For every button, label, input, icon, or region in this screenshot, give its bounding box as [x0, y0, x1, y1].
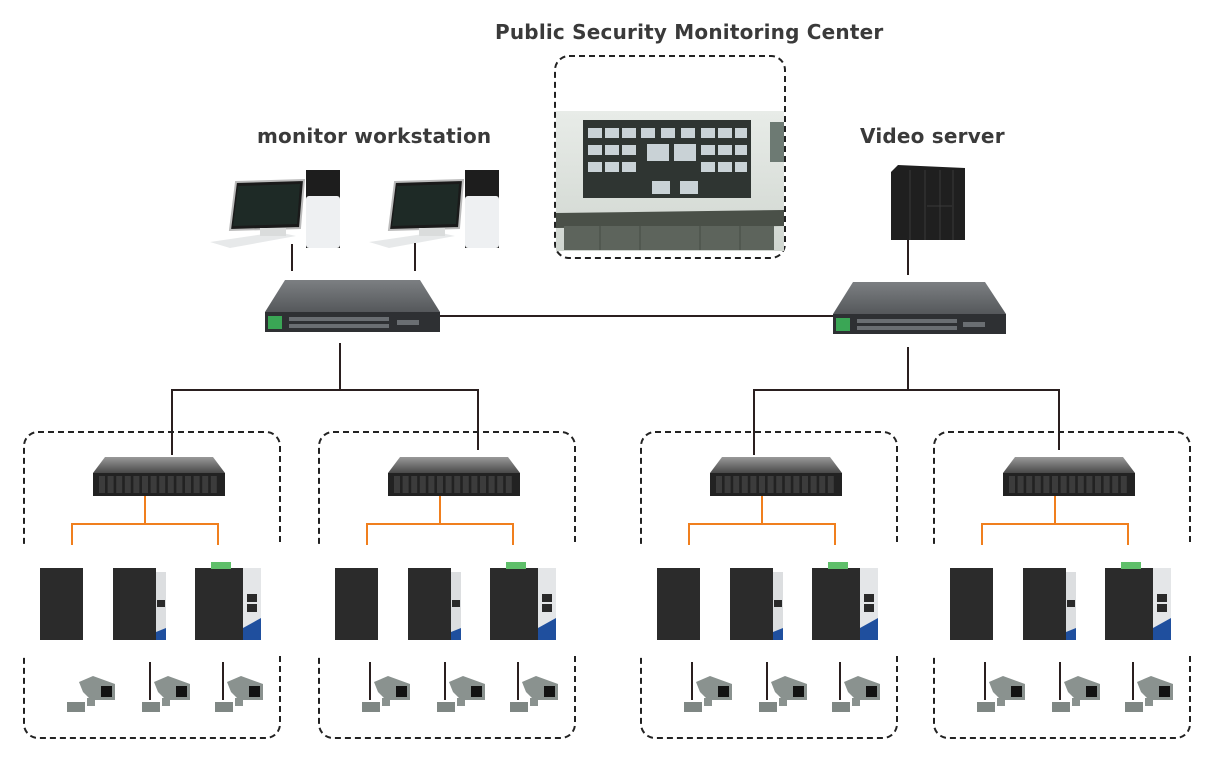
group-3 — [635, 431, 905, 739]
industrial-switch-icon — [1023, 568, 1076, 640]
link-left-tree — [171, 343, 341, 455]
cctv-camera-icon — [832, 676, 880, 712]
industrial-switch-icon — [335, 568, 378, 640]
group-1 — [18, 431, 288, 739]
cctv-camera-icon — [362, 676, 410, 712]
fiber-link — [688, 523, 836, 545]
group-border — [318, 431, 576, 739]
monitoring-room-image — [556, 111, 784, 251]
cctv-camera-icon — [1125, 676, 1173, 712]
industrial-switch-icon — [812, 562, 878, 640]
cctv-camera-icon — [977, 676, 1025, 712]
cctv-camera-icon — [215, 676, 263, 712]
industrial-switch-icon — [40, 568, 83, 640]
monitoring-center-border — [554, 55, 786, 259]
uplink-lines — [171, 240, 1060, 455]
cctv-camera-icon — [510, 676, 558, 712]
workstation-2 — [369, 170, 499, 248]
cctv-camera-icon — [142, 676, 190, 712]
industrial-switch-icon — [113, 568, 166, 640]
group-border — [640, 431, 898, 739]
cctv-camera-icon — [684, 676, 732, 712]
workstation-label: monitor workstation — [257, 124, 492, 148]
workstation-1 — [210, 170, 340, 248]
fiber-link — [981, 523, 1129, 545]
media-converter-chassis-icon — [1003, 457, 1135, 496]
core-switch-right — [833, 282, 1006, 334]
industrial-switch-icon — [730, 568, 783, 640]
industrial-switch-icon — [195, 562, 261, 640]
fiber-link — [71, 523, 219, 545]
group-border — [23, 431, 281, 739]
industrial-switch-icon — [1105, 562, 1171, 640]
fiber-link — [366, 523, 514, 545]
group-border — [933, 431, 1191, 739]
group-4 — [928, 431, 1198, 739]
cctv-camera-icon — [1052, 676, 1100, 712]
media-converter-chassis-icon — [710, 457, 842, 496]
cctv-camera-icon — [437, 676, 485, 712]
link-right-tree-2 — [908, 389, 1060, 450]
media-converter-chassis-icon — [93, 457, 225, 496]
switch-port-green-icon — [836, 318, 850, 331]
monitoring-center — [554, 55, 786, 259]
link-left-tree-2 — [340, 389, 479, 450]
core-switch-left — [265, 280, 440, 332]
switch-port-green-icon — [268, 316, 282, 329]
industrial-switch-icon — [408, 568, 461, 640]
industrial-switch-icon — [490, 562, 556, 640]
industrial-switch-icon — [657, 568, 700, 640]
cctv-camera-icon — [759, 676, 807, 712]
link-right-tree — [753, 347, 909, 455]
monitoring-center-title: Public Security Monitoring Center — [495, 20, 884, 44]
cctv-camera-icon — [67, 676, 115, 712]
group-2 — [313, 431, 583, 739]
industrial-switch-icon — [950, 568, 993, 640]
video-server-label: Video server — [860, 124, 1005, 148]
video-server-icon — [891, 165, 965, 240]
media-converter-chassis-icon — [388, 457, 520, 496]
